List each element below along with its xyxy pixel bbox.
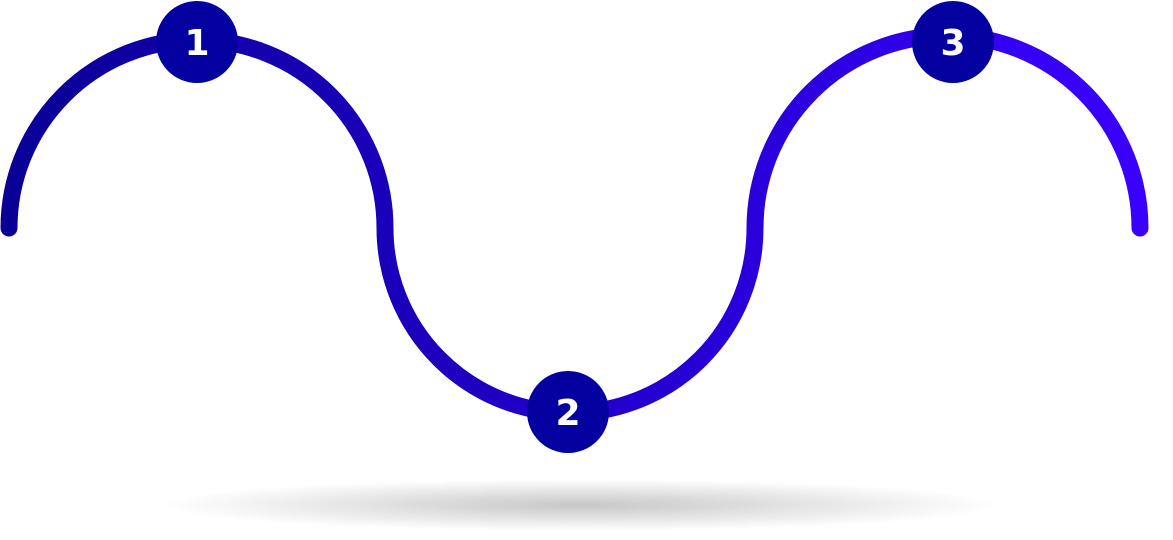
drop-shadow (160, 479, 1000, 531)
step-number: 3 (940, 23, 965, 64)
step-circle (527, 371, 609, 453)
step-number: 2 (555, 393, 580, 434)
step-circle (912, 1, 994, 83)
step-marker-2: 2 (527, 371, 609, 453)
wave-path (0, 27, 1149, 422)
step-marker-1: 1 (156, 1, 238, 83)
step-number: 1 (184, 23, 209, 64)
step-marker-3: 3 (912, 1, 994, 83)
step-circle (156, 1, 238, 83)
